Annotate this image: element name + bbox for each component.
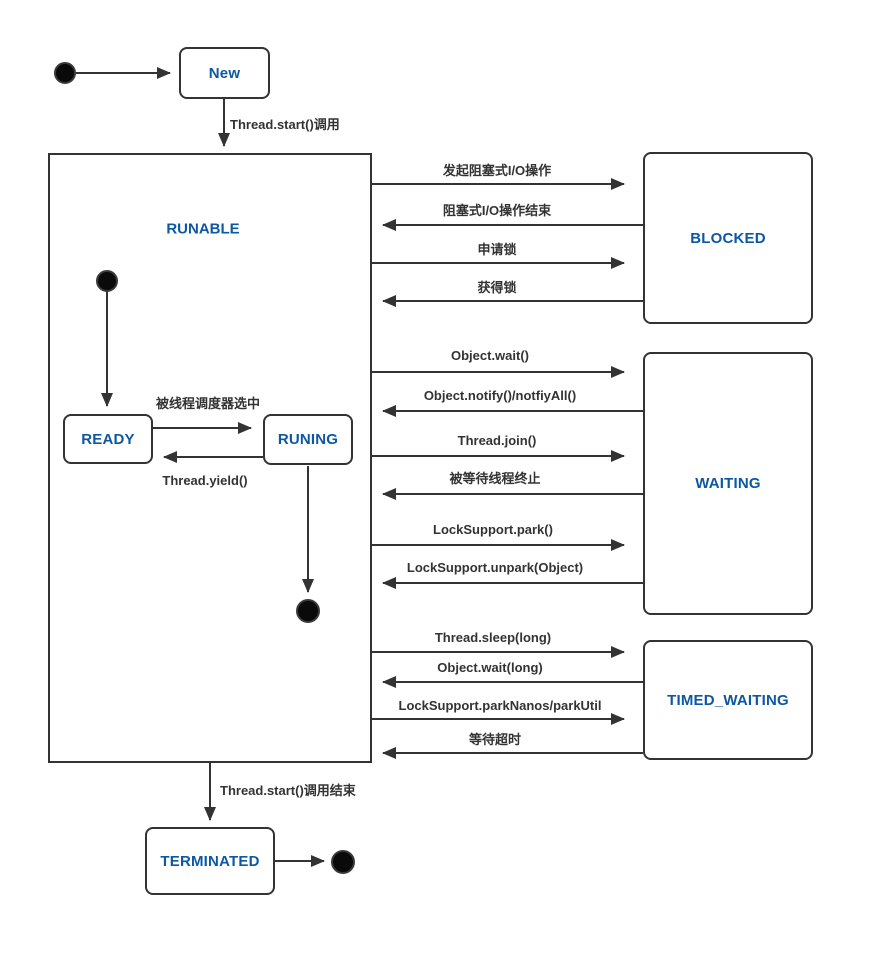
state-runable-label: RUNABLE [166, 220, 240, 238]
label-locksupport-park: LockSupport.park() [433, 522, 553, 537]
state-timed-waiting-box: TIMED_WAITING [643, 640, 813, 760]
state-timed-waiting-label: TIMED_WAITING [667, 691, 789, 709]
state-new-box: New [179, 47, 270, 99]
label-object-notify: Object.notify()/notfiyAll() [423, 388, 577, 403]
state-ready-box: READY [63, 414, 153, 464]
state-waiting-box: WAITING [643, 352, 813, 615]
label-thread-start: Thread.start()调用 [230, 117, 340, 132]
state-ready-label: READY [81, 430, 135, 448]
state-runing-box: RUNING [263, 414, 353, 465]
state-terminated-label: TERMINATED [160, 852, 260, 870]
label-object-wait-long: Object.wait(long) [437, 660, 543, 675]
label-io-start: 发起阻塞式I/O操作 [442, 163, 552, 178]
label-thread-yield: Thread.yield() [162, 473, 248, 488]
label-scheduler-selected: 被线程调度器选中 [155, 396, 261, 411]
state-blocked-box: BLOCKED [643, 152, 813, 324]
label-thread-sleep: Thread.sleep(long) [434, 630, 552, 645]
label-io-end: 阻塞式I/O操作结束 [442, 203, 552, 218]
state-runing-label: RUNING [277, 431, 339, 448]
label-locksupport-unpark: LockSupport.unpark(Object) [406, 560, 584, 575]
state-blocked-label: BLOCKED [690, 229, 766, 247]
label-locksupport-parknanos: LockSupport.parkNanos/parkUtil [398, 698, 602, 713]
label-wait-timeout: 等待超时 [468, 732, 522, 747]
label-thread-join: Thread.join() [457, 433, 537, 448]
end-state-dot [331, 850, 355, 874]
label-thread-start-end: Thread.start()调用结束 [220, 783, 356, 798]
start-state-dot [54, 62, 76, 84]
state-runable-box [48, 153, 372, 763]
inner-end-state-dot [296, 599, 320, 623]
label-waited-thread-terminated: 被等待线程终止 [449, 471, 541, 486]
state-waiting-label: WAITING [695, 475, 761, 492]
label-object-wait: Object.wait() [450, 348, 530, 363]
label-acquire-lock: 获得锁 [477, 280, 517, 295]
label-apply-lock: 申请锁 [477, 242, 517, 257]
state-new-label: New [208, 64, 241, 82]
state-terminated-box: TERMINATED [145, 827, 275, 895]
